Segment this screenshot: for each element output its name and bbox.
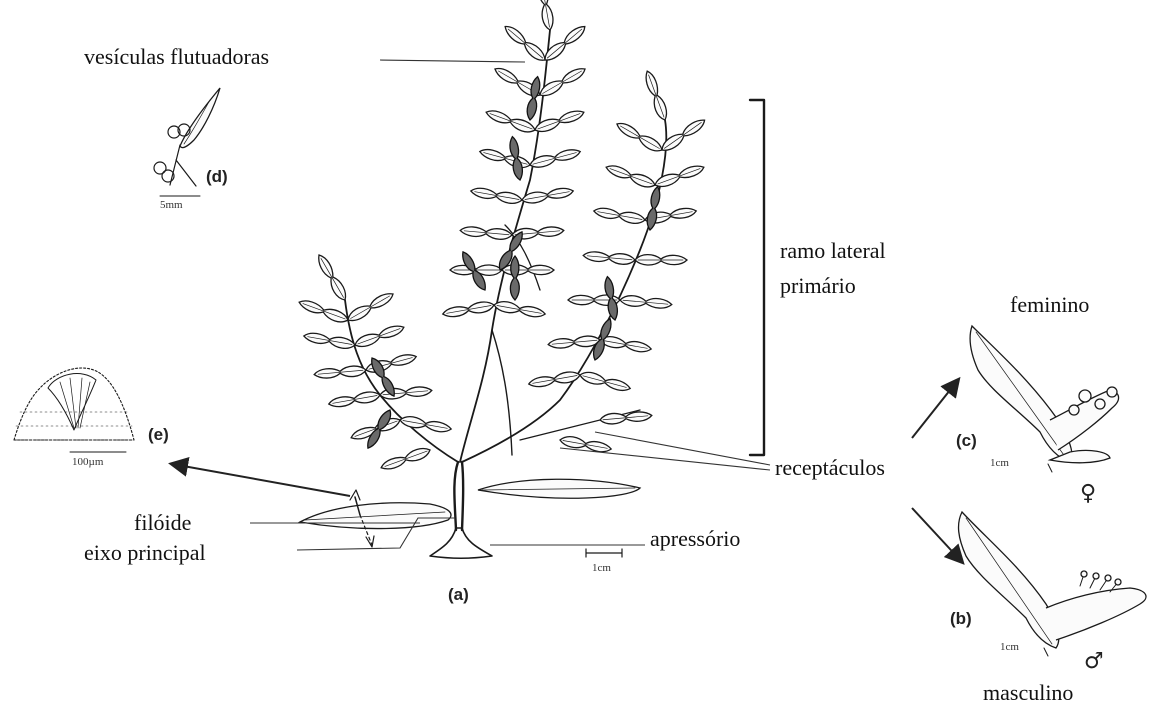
scale-label-b: 1cm [1000, 641, 1019, 653]
label-apressorio: apressório [650, 526, 740, 551]
female-symbol: ♀ [1080, 481, 1096, 506]
label-vesiculas-flutuadoras: vesículas flutuadoras [84, 44, 269, 69]
leader-vesiculas [380, 60, 525, 62]
leader-receptaculos-1 [595, 432, 770, 465]
scale-bar-main [586, 549, 622, 557]
panel-label-d: (d) [206, 167, 228, 186]
label-filoide: filóide [134, 510, 191, 535]
label-eixo-principal: eixo principal [84, 540, 206, 565]
scale-label-e: 100µm [72, 456, 104, 468]
panel-label-e: (e) [148, 425, 169, 444]
arrow-to-male [912, 508, 962, 562]
male-symbol: ♂ [1084, 649, 1104, 674]
label-receptaculos: receptáculos [775, 455, 885, 480]
male-receptacle-illustration [959, 512, 1146, 656]
label-feminino: feminino [1010, 292, 1089, 317]
ramo-lateral-bracket [750, 100, 764, 455]
receptacle-section-illustration [14, 368, 134, 452]
scale-label-c: 1cm [990, 457, 1009, 469]
arrow-to-section [172, 464, 350, 496]
scale-label-main: 1cm [592, 562, 611, 574]
scale-label-d: 5mm [160, 199, 183, 211]
arrow-to-female [912, 380, 958, 438]
main-plant-illustration [297, 0, 707, 558]
label-masculino: masculino [983, 680, 1073, 705]
label-ramo-lateral: ramo lateral [780, 238, 886, 263]
female-receptacle-illustration [970, 326, 1119, 472]
panel-label-b: (b) [950, 609, 972, 628]
panel-label-a: (a) [448, 585, 469, 604]
panel-label-c: (c) [956, 431, 977, 450]
label-primario: primário [780, 273, 856, 298]
